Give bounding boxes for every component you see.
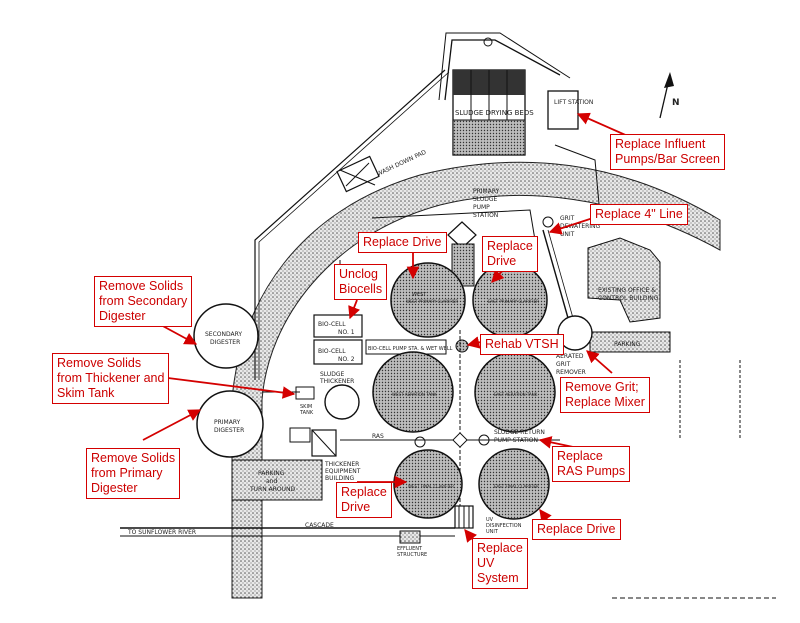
svg-text:NO. 1: NO. 1 — [338, 329, 355, 336]
svg-text:EAST PRIMARY CLARIFIER: EAST PRIMARY CLARIFIER — [488, 299, 539, 304]
callout-remove-solids-thickener: Remove Solids from Thickener and Skim Ta… — [52, 353, 170, 404]
west-primary-clarifier: WEST WEST PRIMARY CLARIFIER — [390, 262, 466, 338]
svg-text:PRIMARY: PRIMARY — [214, 419, 241, 426]
sludge-return-label-2: PUMP STATION — [494, 437, 538, 444]
svg-text:SLUDGE: SLUDGE — [473, 196, 498, 203]
svg-text:GRIT: GRIT — [560, 215, 575, 222]
uv-disinfection-unit: UV DISINFECTION UNIT — [454, 505, 522, 535]
to-river-label: TO SUNFLOWER RIVER — [127, 529, 196, 536]
svg-text:UNIT: UNIT — [486, 529, 499, 535]
svg-text:BIO-CELL PUMP STA. & WET WELL: BIO-CELL PUMP STA. & WET WELL — [368, 346, 453, 352]
lift-station: LIFT STATION — [547, 90, 593, 130]
svg-text:EXISTING OFFICE &: EXISTING OFFICE & — [598, 287, 656, 294]
effluent-label-2: STRUCTURE — [397, 552, 427, 558]
sludge-drying-beds: SLUDGE DRYING BEDS — [452, 69, 534, 156]
bio-cell-1: BIO-CELL NO. 1 — [313, 314, 363, 338]
svg-text:BUILDING: BUILDING — [325, 475, 354, 482]
svg-text:DIGESTER: DIGESTER — [210, 339, 240, 346]
callout-replace-drive-west-final: Replace Drive — [336, 482, 392, 518]
sludge-return-label-1: SLUDGE RETURN — [494, 429, 545, 436]
svg-text:DIGESTER: DIGESTER — [214, 427, 244, 434]
callout-remove-solids-primary-digester: Remove Solids from Primary Digester — [86, 448, 181, 499]
east-aeration-tank: EAST AERATION TANK — [474, 351, 556, 433]
parking-right-label: PARKING — [614, 341, 641, 348]
svg-text:and: and — [266, 478, 277, 485]
effluent-label-1: EFFLUENT — [397, 546, 423, 552]
callout-unclog-biocells: Unclog Biocells — [334, 264, 388, 300]
svg-text:UNIT: UNIT — [560, 231, 575, 238]
svg-text:GRIT: GRIT — [556, 361, 571, 368]
svg-text:SECONDARY: SECONDARY — [205, 331, 242, 338]
svg-text:CONTROL BUILDING: CONTROL BUILDING — [598, 295, 659, 302]
svg-text:WASH DOWN PAD: WASH DOWN PAD — [376, 149, 428, 178]
svg-text:PRIMARY: PRIMARY — [473, 188, 500, 195]
svg-text:N: N — [672, 98, 680, 108]
callout-replace-drive-east-primary: Replace Drive — [482, 236, 538, 272]
secondary-digester: SECONDARY DIGESTER — [193, 303, 259, 369]
west-final-clarifier: WEST FINAL CLARIFIER — [393, 449, 463, 519]
svg-text:DISINFECTION: DISINFECTION — [486, 523, 522, 529]
grit-dewatering-unit: GRIT DEWATERING UNIT — [542, 215, 601, 238]
svg-text:WEST FINAL CLARIFIER: WEST FINAL CLARIFIER — [408, 484, 454, 489]
callout-replace-drive-east-final: Replace Drive — [532, 519, 621, 540]
sludge-drying-beds-label: SLUDGE DRYING BEDS — [455, 109, 534, 117]
north-arrow-icon: N — [659, 72, 680, 119]
svg-text:THICKENER: THICKENER — [324, 461, 359, 468]
callout-rehab-vtsh: Rehab VTSH — [480, 334, 564, 355]
thickener-equipment-building: THICKENER EQUIPMENT BUILDING — [289, 427, 361, 482]
cascade-label: CASCADE — [305, 522, 334, 529]
west-aeration-tank: WEST AERATION TANK — [372, 351, 454, 433]
callout-replace-uv-system: Replace UV System — [472, 538, 528, 589]
svg-text:PUMP: PUMP — [473, 204, 490, 211]
svg-text:AERATED: AERATED — [556, 353, 584, 360]
svg-text:EQUIPMENT: EQUIPMENT — [325, 468, 361, 475]
callout-replace-ras-pumps: Replace RAS Pumps — [552, 446, 631, 482]
callout-remove-grit-replace-mixer: Remove Grit; Replace Mixer — [560, 377, 650, 413]
callout-replace-drive-west-primary: Replace Drive — [358, 232, 447, 253]
svg-text:SKIM: SKIM — [300, 404, 312, 410]
svg-text:DEWATERING: DEWATERING — [560, 223, 601, 230]
svg-text:BIO-CELL: BIO-CELL — [318, 348, 346, 355]
svg-text:SLUDGE: SLUDGE — [320, 371, 345, 378]
svg-text:WEST PRIMARY CLARIFIER: WEST PRIMARY CLARIFIER — [406, 299, 458, 304]
east-final-clarifier: EAST FINAL CLARIFIER — [478, 448, 550, 520]
svg-text:WEST: WEST — [412, 292, 427, 298]
skim-tank: SKIM TANK — [295, 386, 315, 416]
svg-text:NO. 2: NO. 2 — [338, 356, 355, 363]
svg-text:REMOVER: REMOVER — [556, 369, 586, 376]
svg-text:PARKING: PARKING — [258, 470, 285, 477]
bio-cell-2: BIO-CELL NO. 2 — [313, 339, 363, 365]
ras-label: RAS — [372, 433, 384, 440]
svg-text:WEST AERATION TANK: WEST AERATION TANK — [392, 392, 437, 397]
svg-text:STATION: STATION — [473, 212, 498, 219]
svg-text:EAST AERATION TANK: EAST AERATION TANK — [494, 392, 538, 397]
callout-replace-4-line: Replace 4" Line — [590, 204, 688, 225]
svg-text:THICKENER: THICKENER — [319, 378, 354, 385]
primary-sludge-pump-station: PRIMARY SLUDGE PUMP STATION — [447, 188, 500, 287]
svg-text:LIFT STATION: LIFT STATION — [554, 99, 593, 106]
svg-text:BIO-CELL: BIO-CELL — [318, 321, 346, 328]
callout-replace-influent-pumps: Replace Influent Pumps/Bar Screen — [610, 134, 725, 170]
parking-turn-around: PARKING and TURN AROUND — [231, 459, 323, 501]
sludge-thickener: SLUDGE THICKENER — [319, 371, 360, 420]
aerated-grit-remover: AERATED GRIT REMOVER — [556, 315, 593, 376]
svg-text:TURN AROUND: TURN AROUND — [249, 486, 295, 493]
east-primary-clarifier: EAST PRIMARY CLARIFIER — [472, 262, 548, 338]
svg-text:UV: UV — [486, 517, 494, 523]
primary-digester: PRIMARY DIGESTER — [196, 390, 264, 458]
office-control-building: EXISTING OFFICE & CONTROL BUILDING — [587, 237, 661, 323]
callout-remove-solids-secondary-digester: Remove Solids from Secondary Digester — [94, 276, 193, 327]
svg-text:EAST FINAL CLARIFIER: EAST FINAL CLARIFIER — [494, 484, 539, 489]
svg-text:TANK: TANK — [299, 410, 314, 416]
